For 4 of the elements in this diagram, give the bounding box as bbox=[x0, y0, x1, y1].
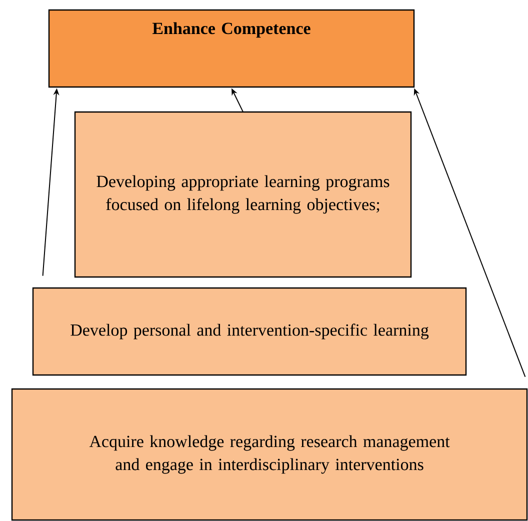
process-box: Enhance Competence bbox=[48, 9, 415, 88]
process-box: Developing appropriate learning programs focused on lifelong learning objectives; bbox=[74, 111, 412, 278]
process-box: Acquire knowledge regarding research management and engage in interdisciplinary interventions bbox=[11, 388, 528, 521]
process-box: Develop personal and intervention-specific learning bbox=[32, 287, 467, 376]
